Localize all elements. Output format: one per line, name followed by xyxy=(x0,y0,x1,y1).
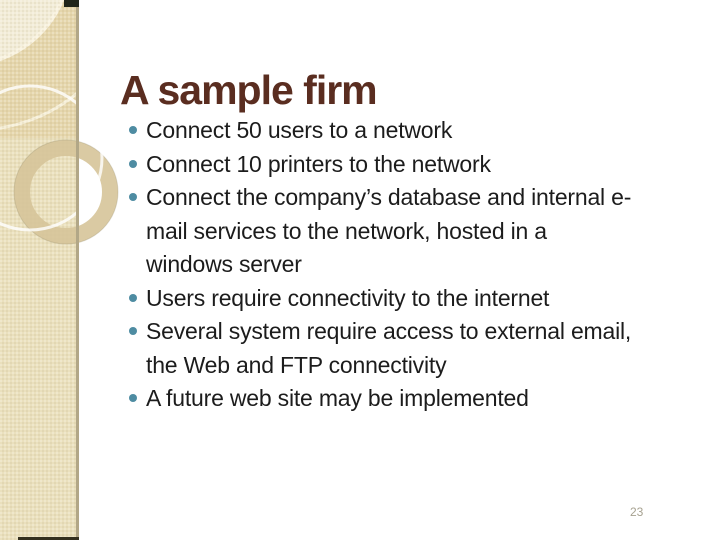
bullet-list: Connect 50 users to a network Connect 10… xyxy=(129,114,712,416)
bullet-dot-icon xyxy=(129,293,137,302)
sidebar-ring-icon xyxy=(14,140,118,244)
bullet-text: A future web site may be implemented xyxy=(146,385,529,411)
bullet-text: Users require connectivity to the intern… xyxy=(146,284,550,311)
sidebar-decoration xyxy=(0,0,119,540)
bullet-text: Several system require access to externa… xyxy=(146,318,632,378)
bullet-dot-icon xyxy=(129,159,137,168)
bullet-item: Connect 50 users to a network xyxy=(129,114,712,148)
bullet-dot-icon xyxy=(129,193,137,201)
bullet-item: A future web site may be implemented xyxy=(129,382,712,416)
bullet-dot-icon xyxy=(129,394,137,402)
bullet-item: Connect the company’s database and inter… xyxy=(129,181,712,282)
bullet-text: Connect the company’s database and inter… xyxy=(146,184,632,277)
bullet-text: Connect 50 users to a network xyxy=(146,117,453,143)
bullet-item: Several system require access to externa… xyxy=(129,315,712,382)
bullet-item: Connect 10 printers to the network xyxy=(129,148,712,182)
bullet-text: Connect 10 printers to the network xyxy=(146,150,491,177)
bullet-item: Users require connectivity to the intern… xyxy=(129,282,712,316)
sidebar-circle-outline-icon xyxy=(0,84,104,232)
bullet-dot-icon xyxy=(129,327,137,335)
sidebar-top-notch xyxy=(64,0,79,7)
sidebar-border xyxy=(76,0,79,540)
bullet-dot-icon xyxy=(129,126,137,134)
page-number: 23 xyxy=(630,505,644,519)
slide-title: A sample firm xyxy=(120,67,378,114)
sidebar-bottom-bar xyxy=(18,537,79,540)
